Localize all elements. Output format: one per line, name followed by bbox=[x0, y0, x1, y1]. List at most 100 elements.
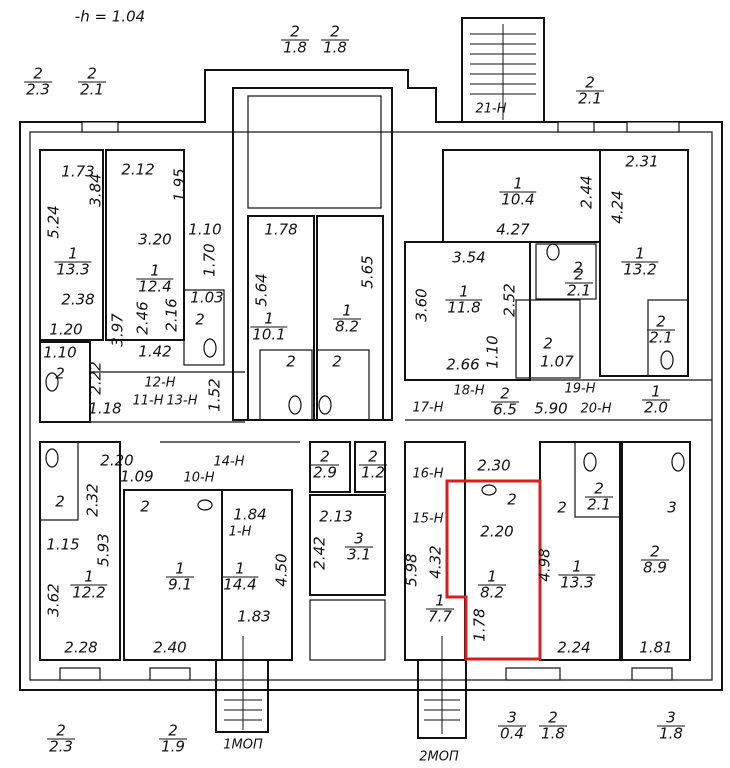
dimension-label: 13-Н bbox=[166, 393, 198, 409]
dimension-label: 5.90 bbox=[534, 399, 568, 418]
fixtures bbox=[45, 243, 685, 511]
dimension-label: 2.20 bbox=[480, 522, 514, 541]
dimension-label: 3 bbox=[667, 498, 677, 517]
dimension-label: 2.13 bbox=[319, 507, 353, 526]
room-lower-center bbox=[309, 599, 386, 661]
dimension-label: 3.54 bbox=[452, 248, 486, 267]
stair-1mop bbox=[215, 659, 269, 733]
wc-right-2 bbox=[647, 299, 689, 377]
dimension-label: 1.78 bbox=[470, 608, 489, 642]
stair-label: 1МОП bbox=[223, 737, 263, 753]
room-12-2 bbox=[39, 441, 121, 661]
dimension-label: 1.84 bbox=[233, 505, 267, 524]
dimension-label: 12-Н bbox=[144, 375, 176, 391]
dimension-label: 21-Н bbox=[475, 101, 507, 117]
dimension-label: 2.24 bbox=[557, 638, 591, 657]
dimension-label: 3.84 bbox=[86, 173, 105, 207]
dimension-label: 1.42 bbox=[138, 342, 172, 361]
dimension-label: 1.09 bbox=[120, 467, 154, 486]
dimension-label: 3.20 bbox=[138, 230, 172, 249]
dimension-label: 2.31 bbox=[625, 152, 659, 171]
dimension-label: 2.22 bbox=[86, 361, 105, 395]
dimension-label: 1.73 bbox=[61, 162, 95, 181]
dimension-label: 4.32 bbox=[426, 545, 445, 579]
room-8-9 bbox=[621, 441, 691, 661]
dimension-label: 15-Н bbox=[412, 511, 444, 527]
dimension-label: 2 bbox=[573, 258, 583, 277]
dimension-label: 2.30 bbox=[477, 456, 511, 475]
dimension-label: 3.60 bbox=[412, 288, 431, 322]
dimension-label: 20-Н bbox=[580, 401, 612, 417]
dimension-label: 3.97 bbox=[108, 313, 127, 347]
dimension-label: 1.10 bbox=[43, 343, 77, 362]
dimension-label: 2.42 bbox=[310, 536, 329, 570]
windows bbox=[59, 121, 680, 681]
dimension-label: 2 bbox=[543, 334, 553, 353]
height-mark: -h = 1.04 bbox=[74, 7, 146, 26]
dimension-label: 4.24 bbox=[608, 190, 627, 224]
dimension-label: 14-Н bbox=[213, 454, 245, 470]
dimension-label: 2.16 bbox=[162, 298, 181, 332]
dimension-label: 19-Н bbox=[564, 381, 596, 397]
dimension-label: 2 bbox=[140, 497, 150, 516]
dimension-label: 10-Н bbox=[183, 470, 215, 486]
outer-wall bbox=[19, 69, 723, 691]
wc-right-1 bbox=[535, 243, 597, 300]
room-3-1 bbox=[309, 494, 386, 596]
dimension-label: 11-Н bbox=[132, 393, 164, 409]
top-exit-stair bbox=[461, 17, 545, 123]
stair-label: 2МОП bbox=[419, 749, 459, 765]
dimension-label: 5.93 bbox=[94, 533, 113, 567]
wc-center-2 bbox=[316, 349, 370, 421]
dimension-label: 1.10 bbox=[188, 220, 222, 239]
highlighted-room-outline bbox=[445, 479, 542, 661]
room-2-9 bbox=[309, 441, 351, 493]
dimension-label: 16-Н bbox=[412, 466, 444, 482]
dimension-label: 2.12 bbox=[121, 160, 155, 179]
wc-right-3 bbox=[515, 299, 581, 379]
dimension-label: 1.78 bbox=[264, 220, 298, 239]
stair-treads bbox=[224, 24, 536, 734]
dimension-label: 1-Н bbox=[228, 524, 252, 540]
dimension-label: 5.98 bbox=[402, 553, 421, 587]
dimension-label: 2 bbox=[286, 352, 296, 371]
dimension-label: 18-Н bbox=[453, 383, 485, 399]
room-12-4 bbox=[105, 149, 185, 341]
dimension-label: 2.32 bbox=[83, 483, 102, 517]
dimension-label: 1.03 bbox=[190, 288, 224, 307]
dimension-label: 3.62 bbox=[44, 583, 63, 617]
top-stair-core bbox=[232, 87, 393, 421]
dimension-label: 1.70 bbox=[200, 243, 219, 277]
dimension-label: 2 bbox=[557, 498, 567, 517]
room-13-3 bbox=[39, 149, 104, 341]
dimension-label: 4.98 bbox=[535, 548, 554, 582]
wc-lower-right bbox=[574, 441, 621, 518]
dimension-label: 5.65 bbox=[358, 255, 377, 289]
dimension-label: 17-Н bbox=[412, 400, 444, 416]
top-stair-shaft bbox=[247, 95, 382, 209]
dimension-label: 1.07 bbox=[540, 352, 574, 371]
dimension-label: 2.66 bbox=[446, 355, 480, 374]
